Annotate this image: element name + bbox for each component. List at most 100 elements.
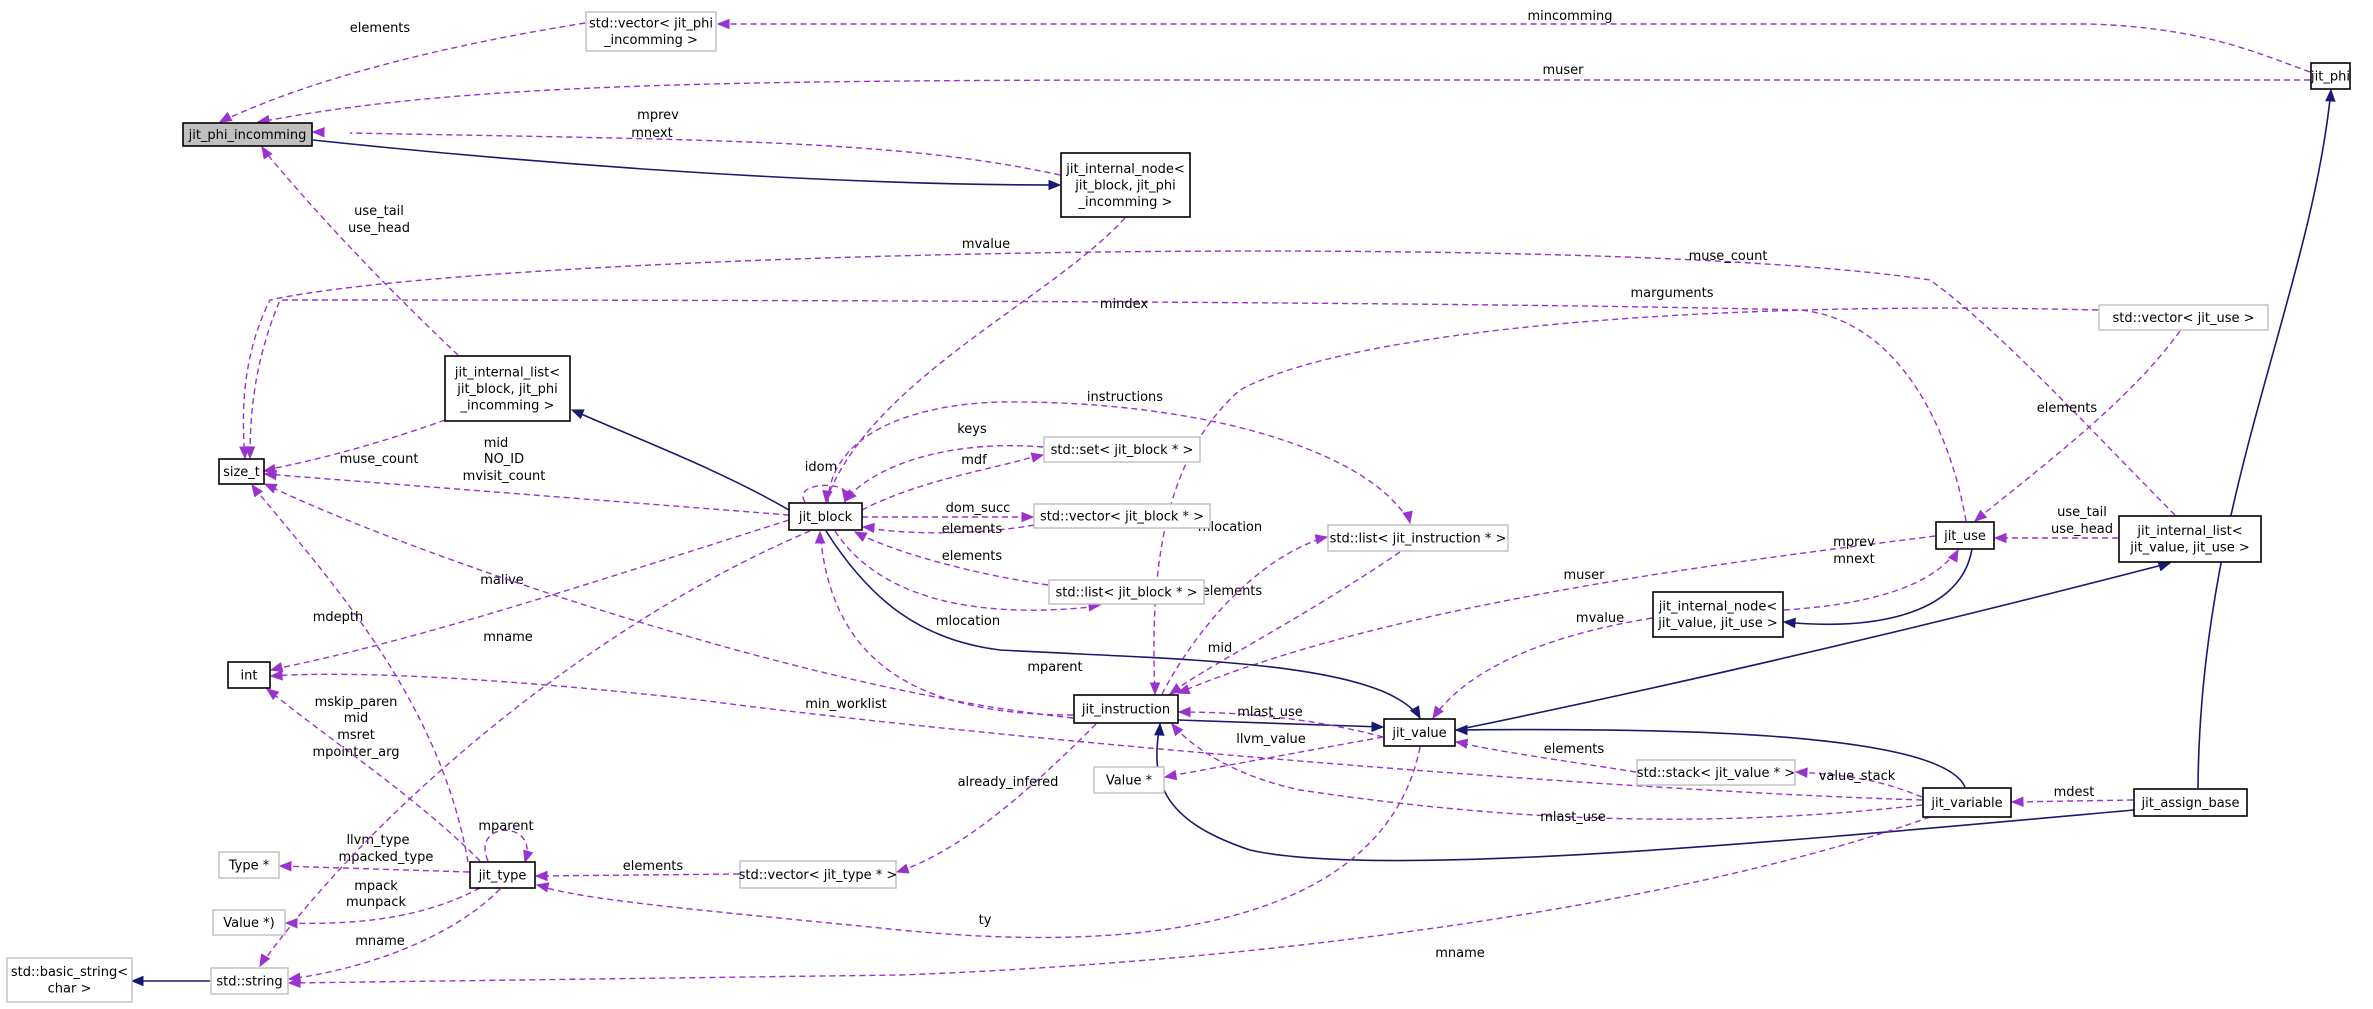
- edge-line: [1795, 771, 1923, 798]
- class-node-jit-assign-base[interactable]: jit_assign_base: [2133, 788, 2248, 817]
- edge-line: [571, 409, 790, 511]
- class-node-jit-use[interactable]: jit_use: [1935, 521, 1995, 550]
- class-node-vec-block[interactable]: std::vector< jit_block * >: [1033, 503, 1211, 529]
- node-label: jit_block: [798, 510, 853, 525]
- class-node-list-instr[interactable]: std::list< jit_instruction * >: [1327, 524, 1509, 552]
- edge-arrowhead: [263, 483, 278, 494]
- edge-label: mprev: [1833, 535, 1875, 550]
- edge-label: muse_count: [1689, 249, 1768, 264]
- node-box: [788, 502, 863, 531]
- edge-instr-block: mparent: [814, 530, 1083, 716]
- edge-arrowhead: [523, 849, 534, 864]
- node-label: std::list< jit_block * >: [1056, 585, 1198, 600]
- edge-arrowhead: [1030, 452, 1045, 463]
- edge-arrowhead: [1782, 617, 1796, 629]
- edge-line: [264, 473, 790, 516]
- edge-line: [266, 688, 481, 862]
- node-label: _incomming >: [460, 398, 555, 413]
- edge-label: mincomming: [1527, 9, 1612, 24]
- edge-label: elements: [1202, 584, 1263, 599]
- edge-arrowhead: [570, 409, 585, 420]
- class-node-node-value-use[interactable]: jit_internal_node<jit_value, jit_use >: [1652, 591, 1784, 638]
- node-label: std::vector< jit_type * >: [739, 868, 898, 883]
- edge-label: mlocation: [1198, 520, 1262, 535]
- node-box: [469, 861, 536, 889]
- node-box: [1033, 503, 1211, 529]
- node-label: std::string: [216, 974, 282, 989]
- class-node-stack-value[interactable]: std::stack< jit_value * >: [1636, 759, 1796, 786]
- edge-label: mdest: [2054, 785, 2095, 800]
- class-node-jit-phi-incomming[interactable]: jit_phi_incomming: [182, 122, 313, 147]
- edge-line: [484, 829, 528, 862]
- edge-variable-value: [1454, 724, 1966, 788]
- edge-arrowhead: [895, 863, 910, 874]
- edge-line: [825, 217, 1126, 502]
- edge-line: [897, 723, 1097, 873]
- edge-label: mid: [1208, 641, 1233, 656]
- edge-listblk-phiinc: use_tail use_head: [261, 145, 459, 356]
- edge-label: marguments: [1630, 286, 1713, 301]
- edge-label: elements: [942, 522, 1003, 537]
- edge-line: [288, 888, 501, 980]
- class-node-jit-block[interactable]: jit_block: [788, 502, 863, 531]
- edge-instr-vectype: already_infered: [895, 723, 1097, 874]
- edge-instr-listinstr: mlocation: [1161, 520, 1329, 695]
- edge-label: mid: [484, 436, 509, 451]
- edge-label: malive: [480, 573, 524, 588]
- edge-arrowhead: [1371, 721, 1385, 732]
- edge-line: [1455, 562, 2171, 731]
- edge-label: use_tail: [354, 204, 404, 219]
- edge-label: instructions: [1087, 390, 1163, 405]
- class-node-size-t[interactable]: size_t: [218, 458, 265, 485]
- class-node-jit-value[interactable]: jit_value: [1383, 718, 1456, 747]
- class-node-basic-string[interactable]: std::basic_string<char >: [6, 957, 133, 1003]
- class-node-type-ptr[interactable]: Type *: [218, 851, 280, 879]
- edge-arrowhead: [534, 870, 548, 882]
- edge-assign-variable: mdest: [2010, 785, 2134, 807]
- class-node-jit-phi[interactable]: jit_phi: [2310, 62, 2351, 90]
- class-node-jit-instruction[interactable]: jit_instruction: [1073, 694, 1179, 724]
- edge-line: [269, 519, 790, 671]
- edge-phi-phiinc: muser: [256, 63, 2310, 126]
- node-label: jit_phi: [2310, 69, 2350, 84]
- node-label: jit_phi_incomming: [188, 128, 307, 143]
- edge-line: [1784, 548, 1973, 626]
- class-node-vec-phi-inc[interactable]: std::vector< jit_phi_incomming >: [585, 11, 717, 52]
- node-label: size_t: [223, 465, 260, 480]
- node-box: [2098, 304, 2269, 331]
- class-node-vec-type[interactable]: std::vector< jit_type * >: [739, 860, 898, 889]
- edge-value-type: ty: [535, 746, 1421, 939]
- node-label: jit_value: [1391, 726, 1446, 741]
- class-node-list-value-use[interactable]: jit_internal_list<jit_value, jit_use >: [2118, 515, 2262, 563]
- edge-label: use_head: [348, 221, 410, 236]
- edge-line: [1153, 307, 2099, 695]
- class-node-int[interactable]: int: [227, 661, 271, 689]
- edge-label: mprev: [637, 108, 679, 123]
- class-node-value-ptr2[interactable]: Value *): [212, 909, 286, 936]
- edge-label: mlast_use: [1540, 810, 1606, 825]
- class-node-list-block[interactable]: std::list< jit_block * >: [1048, 579, 1205, 605]
- class-node-value-ptr[interactable]: Value *: [1093, 766, 1165, 794]
- edge-label: mname: [355, 934, 405, 949]
- edge-label: muser: [1542, 63, 1584, 78]
- class-node-node-block-phi[interactable]: jit_internal_node<jit_block, jit_phi_inc…: [1060, 152, 1191, 218]
- class-node-vec-use[interactable]: std::vector< jit_use >: [2098, 304, 2269, 331]
- class-node-list-block-phi[interactable]: jit_internal_list<jit_block, jit_phi_inc…: [444, 355, 571, 422]
- edge-arrowhead: [1163, 769, 1178, 781]
- edge-label: msret: [337, 728, 375, 743]
- edge-arrowhead: [263, 469, 277, 481]
- class-node-std-string[interactable]: std::string: [210, 967, 289, 995]
- edge-phi-vecphi: mincomming: [716, 9, 2311, 73]
- class-node-jit-variable[interactable]: jit_variable: [1922, 787, 2012, 818]
- edge-arrowhead: [2157, 561, 2172, 572]
- edge-arrowhead: [1402, 510, 1413, 525]
- node-label: jit_use: [1943, 529, 1986, 544]
- edge-line: [819, 531, 1074, 716]
- edge-arrowhead: [1432, 705, 1444, 720]
- class-node-jit-type[interactable]: jit_type: [469, 861, 536, 889]
- edge-line: [536, 746, 1421, 939]
- edge-arrowhead: [716, 18, 730, 30]
- class-node-set-block[interactable]: std::set< jit_block * >: [1043, 436, 1201, 463]
